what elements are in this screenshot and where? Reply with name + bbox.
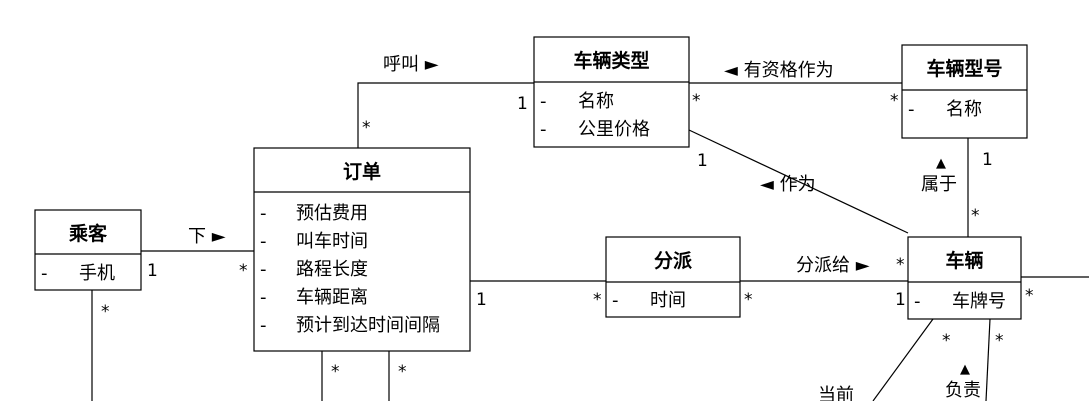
class-vehicle[interactable]: 车辆 - 车牌号 (907, 236, 1022, 320)
responsible-mult-vehicle: * (995, 331, 1004, 351)
acts-as-association-label: ◄ 作为 (760, 174, 816, 195)
attribute-plate-number: 车牌号 (952, 291, 1006, 312)
belongs-mult-vehicle-model: 1 (982, 150, 993, 170)
call-mult-order: * (362, 118, 371, 138)
order-down-left-mult: * (331, 362, 340, 382)
call-association-line (357, 82, 534, 148)
attribute-estimated-fee: 预估费用 (296, 203, 368, 224)
acts-as-association-line (688, 129, 909, 234)
responsible-association-line (985, 318, 991, 401)
vehicle-right-mult: * (1025, 286, 1034, 306)
class-title: 车辆 (945, 249, 983, 272)
qualify-mult-vehicle-type: * (692, 91, 701, 111)
current-mult-vehicle: * (942, 331, 951, 351)
order-dispatch-mult-dispatch: * (593, 290, 602, 310)
attribute-marker: - (41, 263, 48, 284)
class-order[interactable]: 订单 - 预估费用 - 叫车时间 - 路程长度 - 车辆距离 - 预计到达时间间… (253, 147, 471, 352)
attribute-route-length: 路程长度 (296, 259, 368, 280)
acts-as-mult-vehicle: * (896, 255, 905, 275)
attribute-marker: - (260, 203, 267, 224)
class-dispatch[interactable]: 分派 - 时间 (605, 236, 741, 318)
passenger-down-mult: * (101, 302, 110, 322)
attribute-vehicle-distance: 车辆距离 (296, 287, 368, 308)
belongs-arrow-icon: ▲ (936, 156, 946, 171)
attribute-eta-interval: 预计到达时间间隔 (296, 315, 440, 336)
call-mult-vehicle-type: 1 (517, 94, 528, 114)
class-title: 乘客 (68, 222, 108, 245)
class-vehicle-type[interactable]: 车辆类型 - 名称 - 公里价格 (533, 36, 690, 148)
place-mult-order: * (239, 261, 248, 281)
attribute-marker: - (260, 315, 267, 336)
class-title: 车辆类型 (573, 49, 649, 72)
attribute-km-price: 公里价格 (578, 119, 650, 140)
attribute-marker: - (914, 291, 921, 312)
class-passenger[interactable]: 乘客 - 手机 (34, 209, 142, 291)
attribute-marker: - (908, 99, 915, 120)
assign-association-label: 分派给 ► (796, 255, 870, 276)
class-title: 订单 (343, 160, 381, 183)
current-association-line (872, 318, 934, 401)
responsible-arrow-icon: ▲ (960, 362, 970, 377)
belongs-association-label: 属于 (921, 174, 957, 195)
attribute-name: 名称 (578, 91, 614, 112)
order-down-right-mult: * (398, 362, 407, 382)
qualify-mult-vehicle-model: * (890, 91, 899, 111)
attribute-marker: - (612, 290, 619, 311)
attribute-marker: - (540, 119, 547, 140)
attribute-marker: - (260, 231, 267, 252)
attribute-phone: 手机 (79, 263, 115, 284)
place-mult-passenger: 1 (147, 261, 158, 281)
attribute-time: 时间 (650, 290, 686, 311)
class-vehicle-model[interactable]: 车辆型号 - 名称 (901, 44, 1028, 139)
assign-mult-vehicle: 1 (895, 290, 906, 310)
current-association-label: 当前 (818, 385, 854, 401)
call-association-label: 呼叫 ► (383, 54, 439, 75)
attribute-name: 名称 (946, 99, 982, 120)
assign-mult-dispatch: * (744, 290, 753, 310)
attribute-marker: - (260, 259, 267, 280)
attribute-call-time: 叫车时间 (296, 231, 368, 252)
responsible-association-label: 负责 (945, 380, 981, 401)
attribute-marker: - (540, 91, 547, 112)
order-dispatch-mult-order: 1 (476, 290, 487, 310)
place-association-label: 下 ► (188, 226, 226, 247)
class-title: 车辆型号 (926, 57, 1002, 80)
belongs-mult-vehicle: * (971, 206, 980, 226)
acts-as-mult-vehicle-type: 1 (697, 151, 708, 171)
attribute-marker: - (260, 287, 267, 308)
qualify-association-label: ◄ 有资格作为 (724, 60, 834, 81)
class-title: 分派 (654, 250, 693, 272)
